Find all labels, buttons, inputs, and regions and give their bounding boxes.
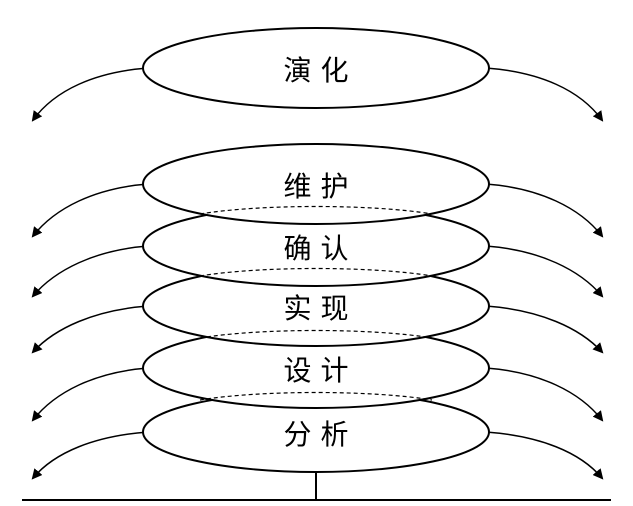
right-flow-arrow: [485, 245, 604, 298]
maintenance-ellipse: [142, 143, 490, 225]
right-flow-arrow: [485, 67, 604, 122]
phase-label: 确 认: [284, 232, 349, 265]
hidden-back-edge: [199, 391, 433, 401]
phase-design: 设 计: [31, 327, 604, 422]
left-flow-arrow: [31, 183, 149, 238]
right-flow-arrow: [485, 183, 604, 238]
phase-label: 设 计: [284, 354, 349, 387]
hidden-back-edge: [199, 267, 433, 277]
phase-evolution: 演 化: [31, 27, 604, 122]
right-flow-arrow: [485, 431, 604, 480]
hidden-back-edge: [199, 205, 433, 215]
left-flow-arrow: [31, 67, 149, 122]
right-flow-arrow: [485, 367, 604, 422]
phase-label: 维 护: [284, 170, 349, 203]
left-flow-arrow: [31, 245, 149, 298]
left-flow-arrow: [31, 431, 149, 480]
right-flow-arrow: [485, 305, 604, 354]
left-flow-arrow: [31, 367, 149, 422]
left-flow-arrow: [31, 305, 149, 354]
evolution-ellipse: [142, 27, 490, 109]
phase-maintenance: 维 护: [31, 143, 604, 238]
phase-label: 演 化: [284, 54, 349, 87]
phase-label: 分 析: [284, 418, 349, 451]
phase-validation: 确 认: [31, 205, 604, 298]
phase-implementation: 实 现: [31, 265, 604, 354]
phase-analysis: 分 析: [31, 391, 604, 480]
hidden-back-edge: [199, 329, 433, 339]
phase-label: 实 现: [284, 292, 349, 325]
